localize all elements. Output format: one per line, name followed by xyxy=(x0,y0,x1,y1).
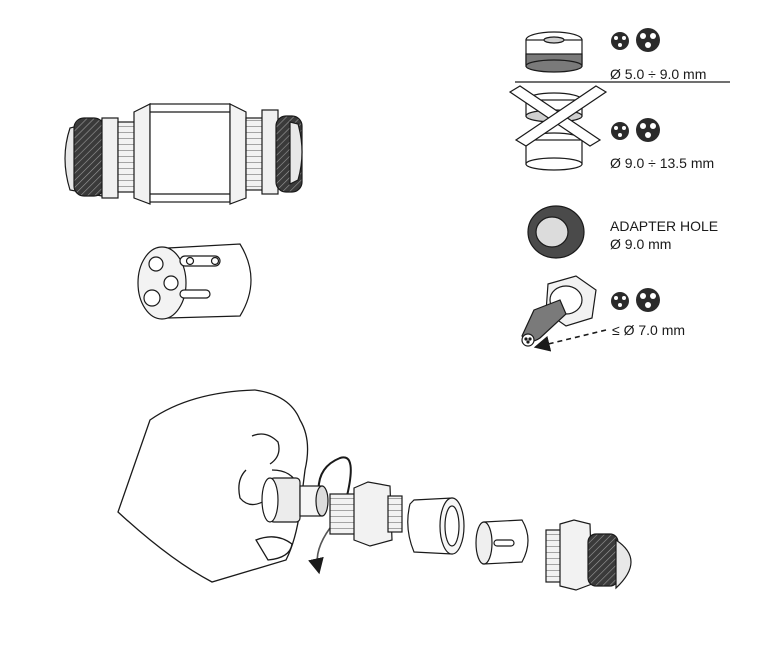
contact-insert xyxy=(137,243,252,320)
cable-3-core-small-icon xyxy=(611,122,629,140)
adapter-ring-drawing xyxy=(527,205,585,259)
cable-limit-text: ≤ Ø 7.0 mm xyxy=(612,322,686,338)
seal-large-range: Ø 9.0 ÷ 13.5 mm xyxy=(610,155,715,171)
adapter-hole-diameter: Ø 9.0 mm xyxy=(610,236,672,252)
cable-3-core-large-icon xyxy=(636,118,660,142)
adapter-hole-title: ADAPTER HOLE xyxy=(610,218,719,234)
cable-3-core-small-icon xyxy=(611,32,629,50)
seal-small-drawing xyxy=(525,31,583,73)
cable-3-core-large-icon xyxy=(636,288,660,312)
seal-small-range: Ø 5.0 ÷ 9.0 mm xyxy=(610,66,707,82)
assembled-connector xyxy=(64,103,303,205)
cable-direction-arrow xyxy=(533,329,607,352)
exploded-connector xyxy=(261,477,632,591)
cable-gland-drawing xyxy=(521,275,597,347)
cable-3-core-large-icon xyxy=(636,28,660,52)
seal-large-drawing xyxy=(508,85,608,171)
cable-3-core-small-icon xyxy=(611,292,629,310)
rotation-arrow-tail xyxy=(308,527,331,575)
